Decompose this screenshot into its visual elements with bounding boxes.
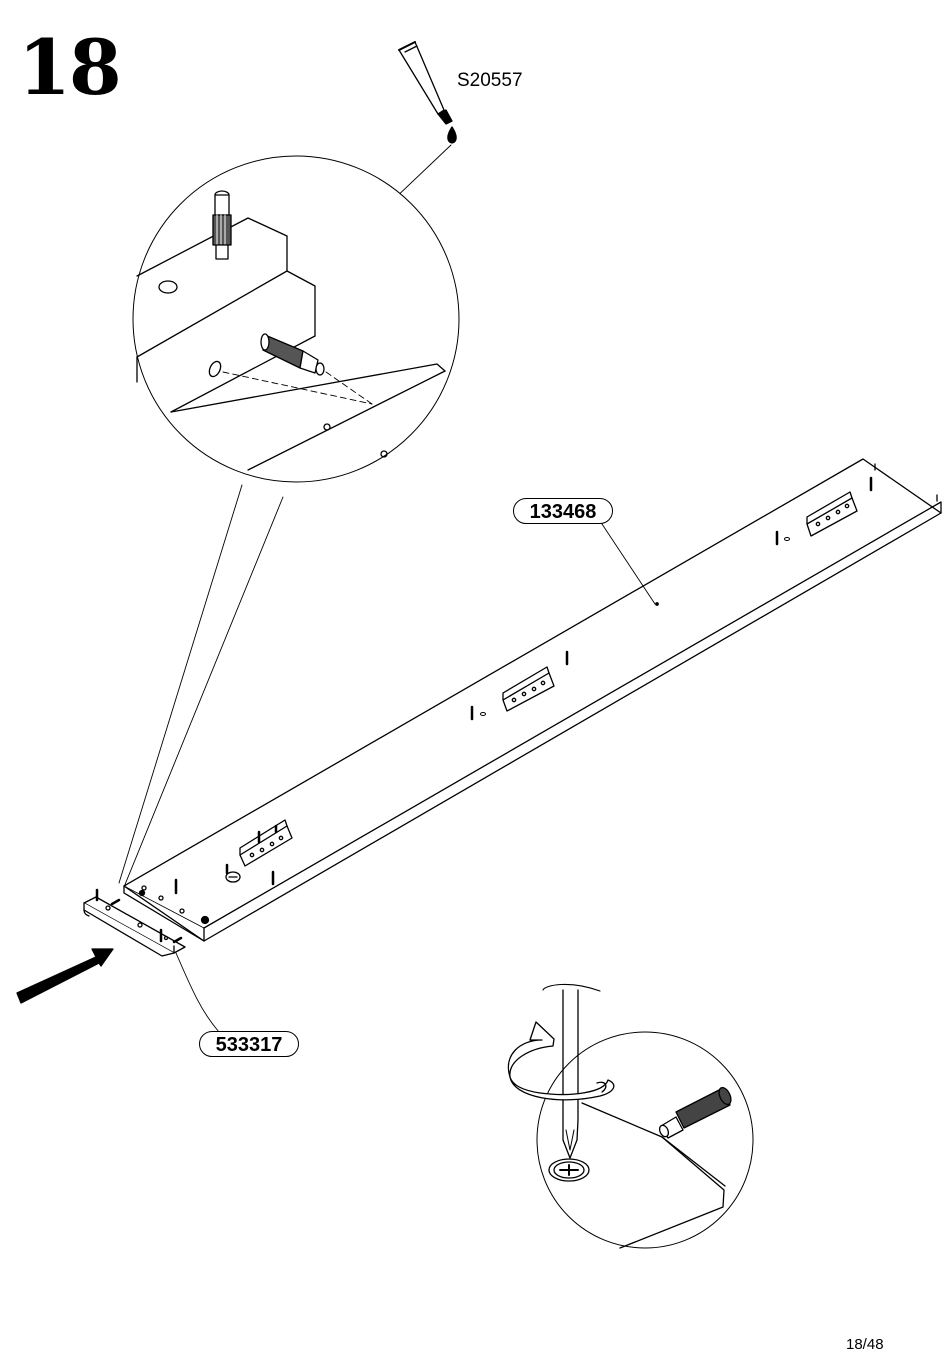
dowel-icon — [213, 191, 231, 259]
glue-drop-icon — [448, 127, 456, 143]
glue-tube-icon — [399, 42, 452, 124]
detail-circle-top — [133, 156, 459, 482]
page-number: 18/48 — [846, 1336, 884, 1353]
cam-lock-icon — [549, 1159, 589, 1181]
direction-arrow-icon — [17, 949, 113, 1003]
part-label-long-panel: 133468 — [513, 498, 613, 524]
part-label-end-panel: 533317 — [199, 1031, 299, 1057]
leader-533317 — [176, 953, 219, 1032]
leader-133468 — [600, 521, 655, 604]
